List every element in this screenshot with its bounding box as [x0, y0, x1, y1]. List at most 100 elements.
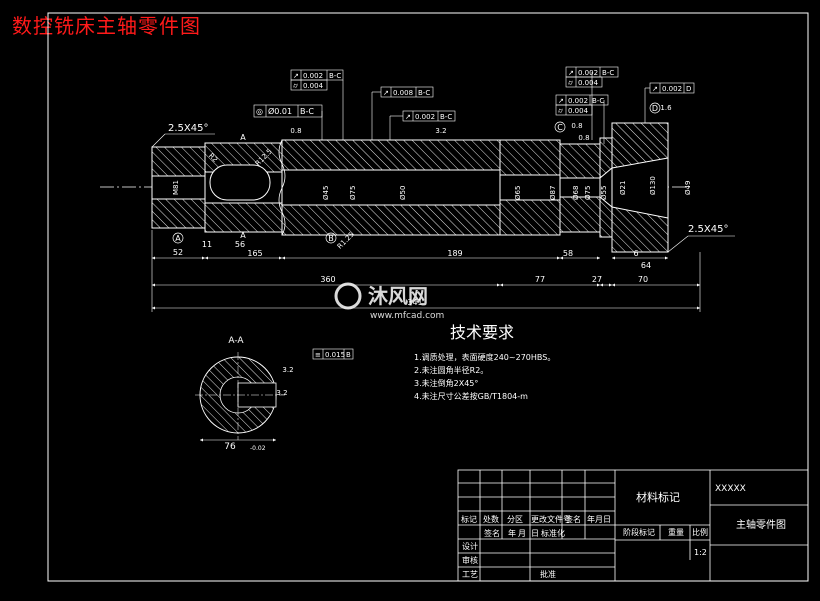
scale-value: 1:2: [694, 548, 707, 557]
dim-11: 11: [202, 240, 212, 249]
svg-text:◎: ◎: [256, 107, 263, 116]
svg-text:B-C: B-C: [592, 97, 604, 105]
dia-130: Ø130: [649, 176, 657, 195]
svg-text:↗: ↗: [383, 89, 389, 97]
dia-50: Ø50: [399, 186, 407, 200]
dia-65: Ø65: [514, 186, 522, 200]
shaft-view: [100, 122, 690, 253]
section-tol: -0.02: [250, 445, 266, 452]
svg-text:⌭: ⌭: [558, 107, 563, 115]
dim-189: 189: [447, 249, 462, 258]
keyway: [209, 164, 271, 201]
svg-text:0.004: 0.004: [568, 107, 589, 115]
section-mark-top: A: [240, 133, 246, 142]
tol-frame-4: ◎ Ø0.01 B-C: [253, 104, 323, 118]
header-4: 更改文件号: [531, 514, 571, 524]
svg-text:0.002: 0.002: [415, 113, 435, 121]
tol-frame-1: ↗ 0.002 B-C: [290, 69, 344, 81]
svg-text:Ø0.01: Ø0.01: [268, 106, 292, 116]
tol-frame-8: ⌭ 0.004: [555, 104, 593, 116]
datum-c: C: [557, 123, 563, 132]
svg-text:↗: ↗: [405, 113, 411, 121]
roughness-3: 3.2: [435, 127, 446, 135]
dia-68: Ø68: [572, 186, 580, 200]
svg-text:0.002: 0.002: [303, 72, 323, 80]
header-2: 处数: [483, 514, 499, 524]
dia-21: Ø21: [619, 181, 627, 195]
dimension-labels: 52 11 56 165 189 58 6 64 77 27 70 360 34…: [173, 240, 651, 307]
svg-text:0.008: 0.008: [393, 89, 413, 97]
header2-4: 日: [531, 529, 539, 538]
tol-frame-7: ⌭0.004: [565, 76, 603, 88]
dim-341: 341: [407, 298, 422, 307]
tech-item-3: 3.未注倒角2X45°: [414, 378, 478, 388]
dimensions: [151, 230, 701, 312]
svg-text:B-C: B-C: [440, 113, 452, 121]
dim-58: 58: [563, 249, 573, 258]
dim-56: 56: [235, 240, 245, 249]
dim-64: 64: [641, 261, 651, 270]
tech-item-4: 4.未注尺寸公差按GB/T1804-m: [414, 391, 528, 401]
page-title: 数控铣床主轴零件图: [12, 14, 201, 38]
dia-87: Ø87: [549, 186, 557, 200]
annotations: A A A B C D: [172, 102, 661, 244]
dia-75b: Ø75: [584, 186, 592, 200]
weight-label: 重量: [668, 527, 684, 537]
part-name: 主轴零件图: [736, 518, 786, 531]
dim-27: 27: [592, 275, 602, 284]
section-a-a: A-A 76 -0.02: [195, 336, 285, 452]
svg-text:0.002: 0.002: [568, 97, 588, 105]
title-block-text: 材料标记 XXXXX 主轴零件图 1:2 阶段标记 重量 比例 标记 处数 分区…: [461, 484, 786, 579]
datum-d: D: [652, 104, 658, 113]
dia-m81: M81: [172, 180, 180, 195]
svg-text:↗: ↗: [568, 69, 574, 77]
diameter-labels: M81 Ø45 Ø75 Ø50 Ø65 Ø87 Ø75 Ø55 Ø68 Ø21 …: [172, 176, 692, 200]
dia-75: Ø75: [349, 186, 357, 200]
dia-49: Ø49: [684, 181, 692, 195]
svg-text:B: B: [346, 351, 351, 359]
header-1: 标记: [461, 514, 477, 524]
tol-frame-3: ↗ 0.008 B-C: [380, 86, 434, 98]
header2-2: 年: [508, 528, 516, 538]
tech-item-2: 2.未注圆角半径R2。: [414, 365, 488, 375]
tech-item-1: 1.调质处理，表面硬度240~270HBS。: [414, 352, 555, 362]
tol-frame-2: ⌭0.004: [290, 79, 328, 91]
svg-text:↗: ↗: [293, 72, 299, 80]
svg-text:0.015: 0.015: [325, 351, 345, 359]
roughness-2: 0.8: [578, 134, 589, 142]
review-label: 审核: [462, 555, 478, 565]
tol-frame-9: ↗ 0.002 B-C: [555, 94, 609, 106]
header2-3: 月: [518, 529, 526, 538]
svg-text:B-C: B-C: [602, 69, 614, 77]
dim-360: 360: [320, 275, 335, 284]
roughness-6: 3.2: [282, 366, 293, 374]
roughness-4: 0.8: [571, 122, 582, 130]
chamfer-left: 2.5X45°: [168, 123, 208, 134]
dia-45: Ø45: [322, 186, 330, 200]
roughness-5: 1.6: [660, 104, 672, 112]
svg-text:0.004: 0.004: [303, 82, 324, 90]
chamfer-right: 2.5X45°: [688, 224, 728, 235]
svg-text:B-C: B-C: [418, 89, 430, 97]
svg-text:B-C: B-C: [329, 72, 341, 80]
datum-b: B: [328, 234, 334, 243]
section-label: A-A: [228, 336, 244, 346]
section-mark-bottom: A: [240, 231, 246, 240]
svg-text:≡: ≡: [315, 351, 321, 359]
header-5: 签名: [565, 514, 581, 524]
watermark-brand: 沐风网: [368, 284, 428, 308]
svg-text:B-C: B-C: [300, 107, 314, 116]
dim-6: 6: [633, 249, 638, 258]
part-code: XXXXX: [715, 484, 746, 494]
scale-label: 比例: [692, 527, 708, 537]
tol-frame-5: ↗ 0.002 B-C: [402, 110, 456, 122]
header-6: 年月日: [587, 514, 611, 524]
svg-text:↗: ↗: [558, 97, 564, 105]
material-label: 材料标记: [636, 490, 680, 504]
dim-70: 70: [638, 275, 648, 284]
approve-label: 批准: [540, 569, 556, 579]
